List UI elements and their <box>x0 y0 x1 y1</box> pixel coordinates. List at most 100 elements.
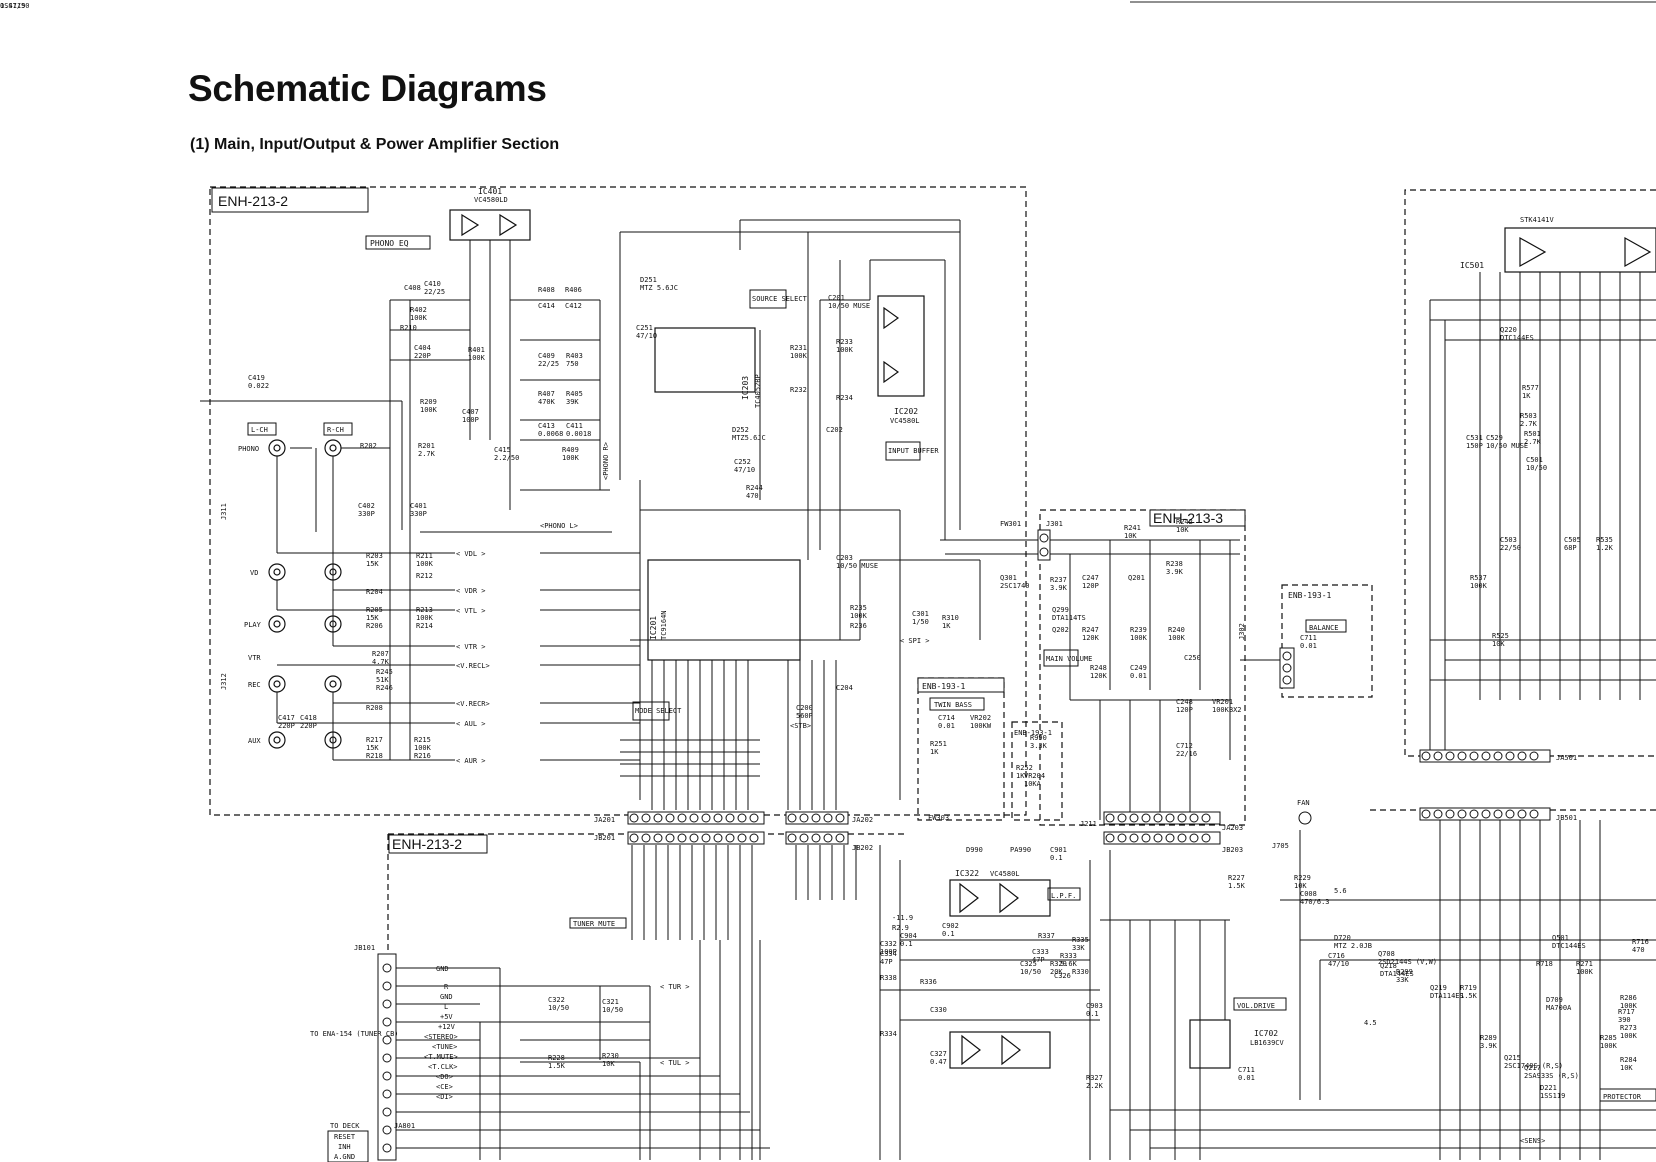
ic202-body <box>877 295 925 397</box>
component-ref: Q299 <box>1052 606 1069 614</box>
component-ref: Q217 <box>1524 1064 1541 1072</box>
ic201-body <box>647 559 801 661</box>
conn-fw303: FW303 <box>928 814 949 822</box>
conn-jb201: JB201 <box>594 834 615 842</box>
component-value: 10/50 <box>1526 464 1547 472</box>
component-ref: C330 <box>930 1006 947 1014</box>
label-tuner-mute: TUNER MUTE <box>573 920 615 928</box>
sig-vtl: < VTL > <box>456 607 486 615</box>
component-value: 750 <box>566 360 579 368</box>
conn-jb203: JB203 <box>1222 846 1243 854</box>
board-outline-volume <box>1011 721 1063 821</box>
component-ref: R227 <box>1228 874 1245 882</box>
component-value: 220P <box>278 722 295 730</box>
component-ref: C415 <box>494 446 511 454</box>
component-value: 51K <box>376 676 389 684</box>
component-value: 330P <box>410 510 427 518</box>
component-value: 0.1 <box>942 930 955 938</box>
label-l-ch: L-CH <box>251 426 268 434</box>
component-ref: D221 <box>1540 1084 1557 1092</box>
tuner-pin: L <box>444 1003 448 1011</box>
component-ref: C902 <box>942 922 959 930</box>
component-value: 1/50 <box>912 618 929 626</box>
sig-vdr: < VDR > <box>456 587 486 595</box>
component-value: MTZ 5.6JC <box>640 284 678 292</box>
label-twin-bass: TWIN BASS <box>934 701 972 709</box>
component-value: 100K <box>562 454 580 462</box>
tuner-pin: +12V <box>438 1023 456 1031</box>
component-value: 220P <box>300 722 317 730</box>
component-value: 470 <box>746 492 759 500</box>
jack-aux: AUX <box>248 737 261 745</box>
component-value: 10/50 <box>602 1006 623 1014</box>
component-ref: R212 <box>416 572 433 580</box>
component-value: 47P <box>1032 956 1045 964</box>
component-ref: R238 <box>1166 560 1183 568</box>
component-ref: R232 <box>790 386 807 394</box>
component-ref: C711 <box>1300 634 1317 642</box>
component-value: 100K <box>468 354 486 362</box>
jack-play: PLAY <box>244 621 262 629</box>
component-value: 15K <box>366 744 379 752</box>
misc-4-5: 4.5 <box>1364 1019 1377 1027</box>
jack-j312: J312 <box>220 673 228 690</box>
component-value: 1K <box>1016 772 1025 780</box>
component-ref: C901 <box>1050 846 1067 854</box>
ic401-ref: IC401 <box>478 187 502 196</box>
component-value: 10KA <box>1024 780 1042 788</box>
component-ref: R330 <box>1072 968 1089 976</box>
component-value: 47/10 <box>1328 960 1349 968</box>
ic401-type: VC4580LD <box>474 196 508 204</box>
component-ref: R299 <box>1396 968 1413 976</box>
component-ref: R337 <box>1038 932 1055 940</box>
component-value: 470/6.3 <box>1300 898 1330 906</box>
component-value: 100K <box>410 314 428 322</box>
component-ref: R230 <box>602 1052 619 1060</box>
conn-j301: J301 <box>1046 520 1063 528</box>
jack-vtr: VTR <box>248 654 261 662</box>
component-ref: C529 <box>1486 434 1503 442</box>
component-ref: R537 <box>1470 574 1487 582</box>
board-label-amp: ENH-213-3 <box>1153 510 1223 526</box>
conn-ja501: JA501 <box>1556 754 1577 762</box>
component-value: 0.0018 <box>566 430 591 438</box>
component-value: 470K <box>538 398 556 406</box>
ic702-type: LB1639CV <box>1250 1039 1285 1047</box>
component-ref: R202 <box>360 442 377 450</box>
label-r-ch: R-CH <box>327 426 344 434</box>
component-ref: C714 <box>938 714 955 722</box>
ic202-ref: IC202 <box>894 407 918 416</box>
component-ref: VR204 <box>1024 772 1045 780</box>
component-value: 22/25 <box>538 360 559 368</box>
component-ref: C332 <box>880 940 897 948</box>
tuner-pin: <T.CLK> <box>428 1063 458 1071</box>
component-value: 0.022 <box>248 382 269 390</box>
ic202-type: VC4580L <box>890 417 920 425</box>
misc-5-6: 5.6 <box>1334 887 1347 895</box>
label-balance: BALANCE <box>1309 624 1339 632</box>
component-ref: C226 <box>0 0 17 2</box>
component-ref: R210 <box>400 324 417 332</box>
component-ref: R405 <box>566 390 583 398</box>
component-ref: C412 <box>565 302 582 310</box>
component-ref: R335 <box>1072 936 1089 944</box>
tuner-pin: <DO> <box>436 1073 453 1081</box>
component-value: 2SA933S (R,S) <box>1524 1072 1579 1080</box>
conn-ja203: JA203 <box>1222 824 1243 832</box>
component-value: 100P <box>462 416 479 424</box>
component-ref: C401 <box>410 502 427 510</box>
conn-fw301: FW301 <box>1000 520 1021 528</box>
component-ref: R403 <box>566 352 583 360</box>
conn-ja202: JA202 <box>852 816 873 824</box>
sig-aur: < AUR > <box>456 757 486 765</box>
component-value: 100K <box>1576 968 1594 976</box>
tuner-pin: <T.MUTE> <box>424 1053 458 1061</box>
component-ref: R215 <box>414 736 431 744</box>
conn-jb202: JB202 <box>852 844 873 852</box>
component-ref: R717 <box>1618 1008 1635 1016</box>
component-value: MTZ5.6JC <box>732 434 766 442</box>
component-ref: R990 <box>1030 734 1047 742</box>
ic201-ref: IC201 <box>649 616 658 640</box>
component-ref: R233 <box>836 338 853 346</box>
